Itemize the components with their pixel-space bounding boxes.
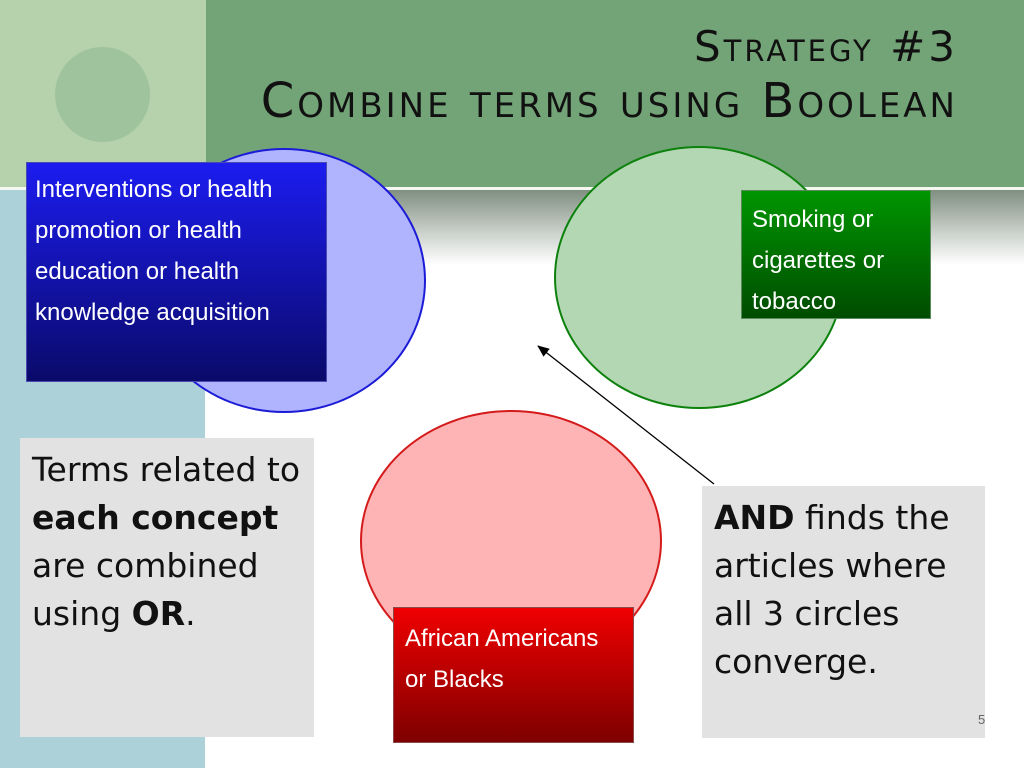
and-note-text: finds the articles where all 3 circles c… [714, 498, 950, 681]
or-note-bold-or: OR [131, 594, 186, 633]
or-note-text-3: . [185, 594, 196, 633]
or-note-text-1: Terms related to [32, 450, 301, 489]
header-divider [0, 187, 1024, 190]
slide-title-line-1: Strategy #3 [694, 22, 958, 71]
decorative-circle [55, 47, 150, 142]
and-note-bold: AND [714, 498, 795, 537]
concept-box-smoking: Smoking or cigarettes or tobacco [741, 190, 931, 319]
slide-number: 5 [978, 712, 986, 727]
slide-title: Strategy #3 Combine terms using Boolean [261, 22, 958, 130]
header-band [206, 0, 1024, 188]
or-explanation-note: Terms related to each concept are combin… [20, 438, 314, 737]
or-note-text-2: are combined using [32, 546, 259, 633]
and-explanation-note: AND finds the articles where all 3 circl… [702, 486, 985, 738]
concept-box-interventions: Interventions or health promotion or hea… [26, 162, 327, 382]
or-note-bold-concept: each concept [32, 498, 279, 537]
arrow-line [537, 345, 715, 485]
concept-box-population: African Americans or Blacks [393, 607, 634, 743]
slide-title-line-2: Combine terms using Boolean [260, 73, 958, 129]
